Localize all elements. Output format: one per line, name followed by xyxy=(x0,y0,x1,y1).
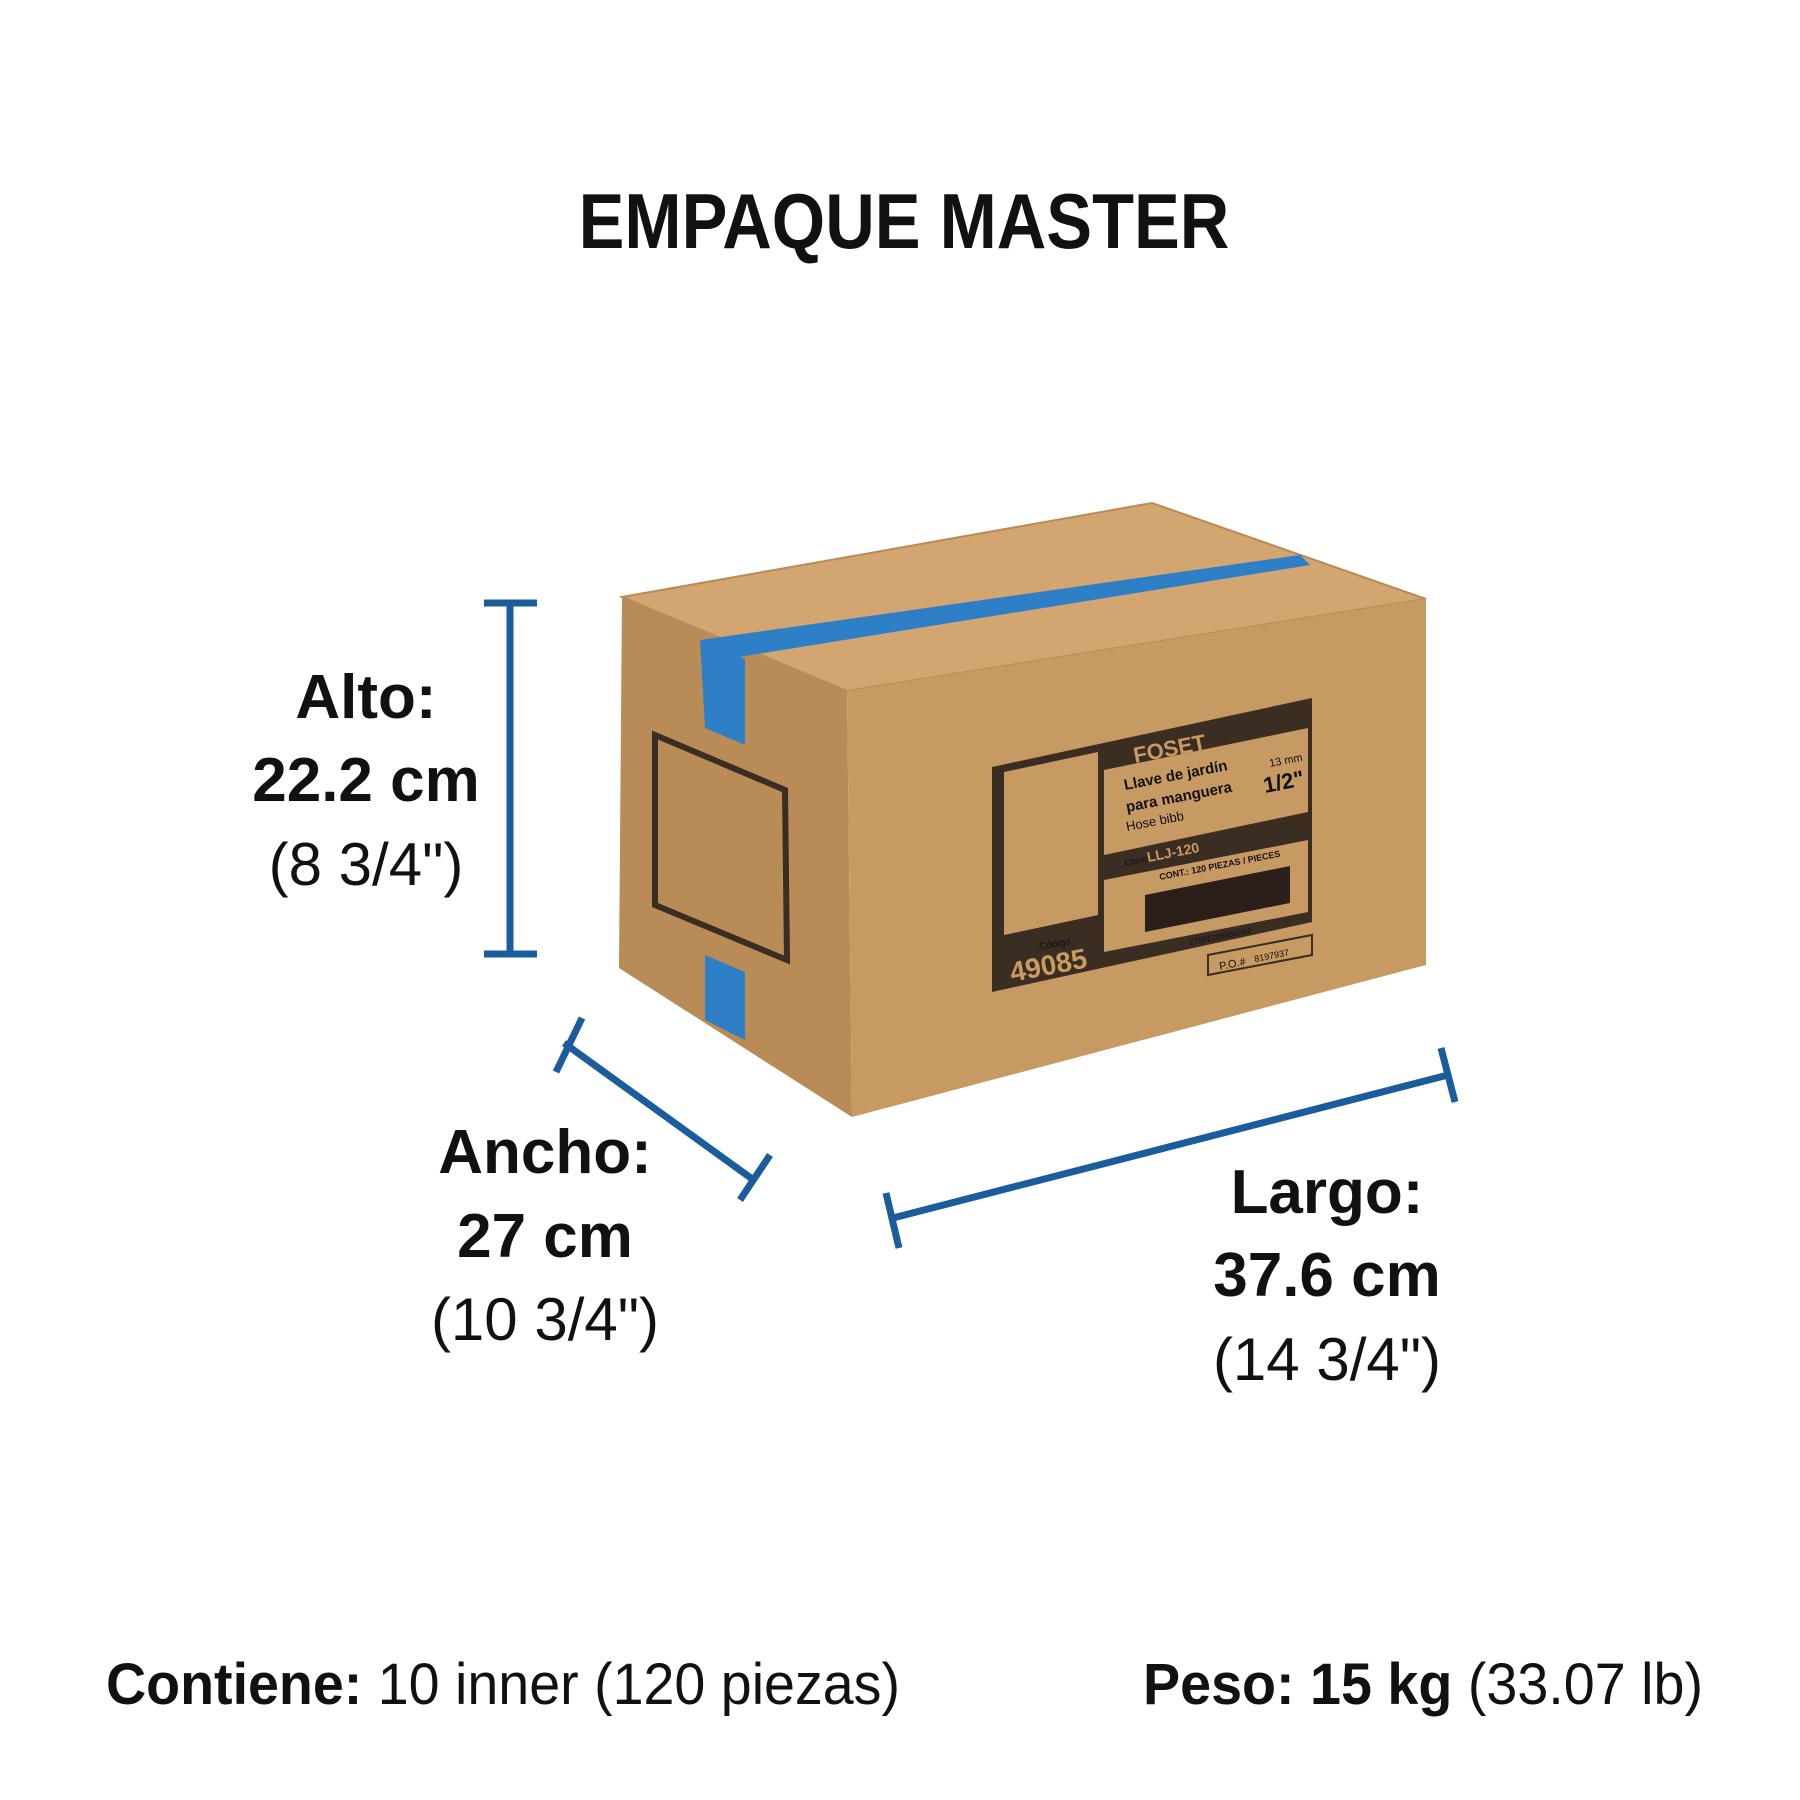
ancho-dimension: Ancho: 27 cm (10 3/4") xyxy=(431,1118,659,1353)
barcode xyxy=(1145,866,1290,932)
weight-info: Peso: 15 kg (33.07 lb) xyxy=(1143,1652,1703,1717)
weight-label: Peso: 15 kg xyxy=(1143,1652,1452,1717)
largo-dimension: Largo: 37.6 cm (14 3/4") xyxy=(1213,1158,1441,1393)
measure-lines xyxy=(484,599,1459,1249)
weight-imperial: (33.07 lb) xyxy=(1452,1652,1703,1717)
alto-imperial: (8 3/4") xyxy=(269,831,464,898)
po-label: P.O.# xyxy=(1218,956,1247,973)
alto-metric: 22.2 cm xyxy=(252,746,480,815)
ancho-measure-line xyxy=(552,1016,773,1202)
largo-imperial: (14 3/4") xyxy=(1213,1326,1441,1393)
page-title: EMPAQUE MASTER xyxy=(579,177,1230,265)
tape-side-top xyxy=(700,640,745,745)
ancho-metric: 27 cm xyxy=(457,1202,633,1271)
front-label: FOSET Llave de jardín para manguera Hose… xyxy=(992,698,1313,992)
largo-metric: 37.6 cm xyxy=(1213,1241,1441,1310)
side-label xyxy=(652,730,791,965)
largo-measure-line xyxy=(882,1047,1459,1249)
ancho-imperial: (10 3/4") xyxy=(431,1286,659,1353)
clave-label: Clave: xyxy=(1123,853,1150,868)
tape-top xyxy=(700,555,1310,660)
alto-label: Alto: xyxy=(295,663,436,732)
master-box: FOSET Llave de jardín para manguera Hose… xyxy=(618,501,1427,1117)
tape-side-bottom xyxy=(705,955,745,1040)
ancho-label: Ancho: xyxy=(438,1118,652,1187)
contents-value: 10 inner (120 piezas) xyxy=(362,1652,900,1717)
alto-measure-line xyxy=(484,599,537,958)
box-side xyxy=(619,597,852,1117)
contents-label: Contiene: xyxy=(106,1652,362,1717)
po-box xyxy=(1207,933,1313,977)
contents-info: Contiene: 10 inner (120 piezas) xyxy=(106,1652,900,1717)
largo-label: Largo: xyxy=(1231,1158,1424,1227)
alto-dimension: Alto: 22.2 cm (8 3/4") xyxy=(252,663,480,898)
